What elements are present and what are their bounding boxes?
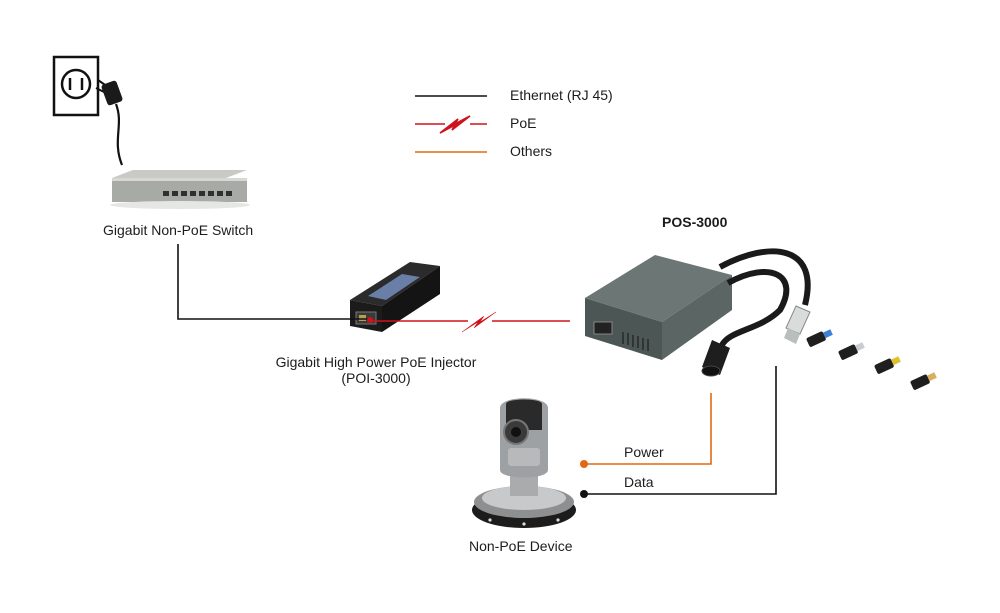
injector-label-line2: (POI-3000) bbox=[341, 370, 411, 386]
endpoint-label: Non-PoE Device bbox=[469, 538, 573, 554]
power-connection bbox=[580, 393, 712, 468]
switch-device bbox=[110, 170, 250, 209]
legend-others-label: Others bbox=[510, 143, 553, 159]
poe-splitter-device bbox=[585, 248, 811, 377]
switch-label: Gigabit Non-PoE Switch bbox=[103, 222, 254, 238]
poe-injector-device bbox=[350, 262, 440, 332]
ethernet-switch-to-injector bbox=[177, 244, 368, 320]
injector-label-line1: Gigabit High Power PoE Injector bbox=[275, 354, 477, 370]
power-label: Power bbox=[624, 444, 664, 460]
poe-injector-to-splitter bbox=[367, 311, 570, 333]
wall-outlet-icon bbox=[52, 55, 100, 117]
data-label: Data bbox=[624, 474, 654, 490]
dc-adapter-tips-icon bbox=[806, 329, 937, 390]
legend-ethernet-label: Ethernet (RJ 45) bbox=[510, 87, 613, 103]
splitter-label: POS-3000 bbox=[662, 214, 728, 230]
power-plug-icon bbox=[95, 79, 124, 166]
legend-poe-label: PoE bbox=[510, 115, 537, 131]
camera-device bbox=[472, 398, 576, 528]
legend-poe-line bbox=[415, 115, 487, 134]
injector-label: Gigabit High Power PoE Injector (POI-300… bbox=[256, 354, 496, 386]
data-connection bbox=[580, 366, 777, 498]
legend bbox=[415, 95, 487, 153]
